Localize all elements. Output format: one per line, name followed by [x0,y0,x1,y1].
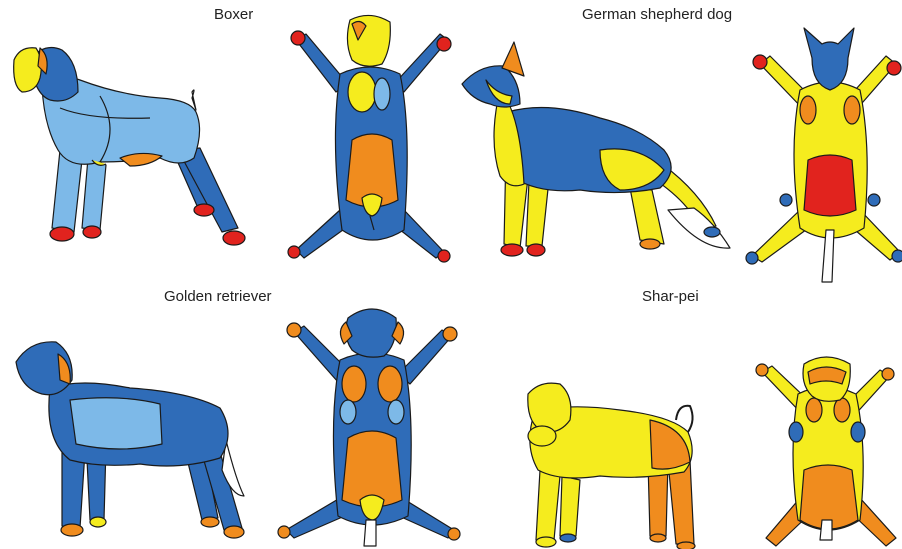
golden-retriever-ventral-view [278,309,460,546]
boxer-ventral-view [288,15,451,262]
german-shepherd-side-view [462,42,730,256]
shar-pei-side-view [528,383,695,549]
shar-pei-ventral-view [756,357,896,546]
golden-retriever-side-view [16,342,244,538]
german-shepherd-ventral-view [746,28,902,282]
boxer-side-view [14,48,245,245]
